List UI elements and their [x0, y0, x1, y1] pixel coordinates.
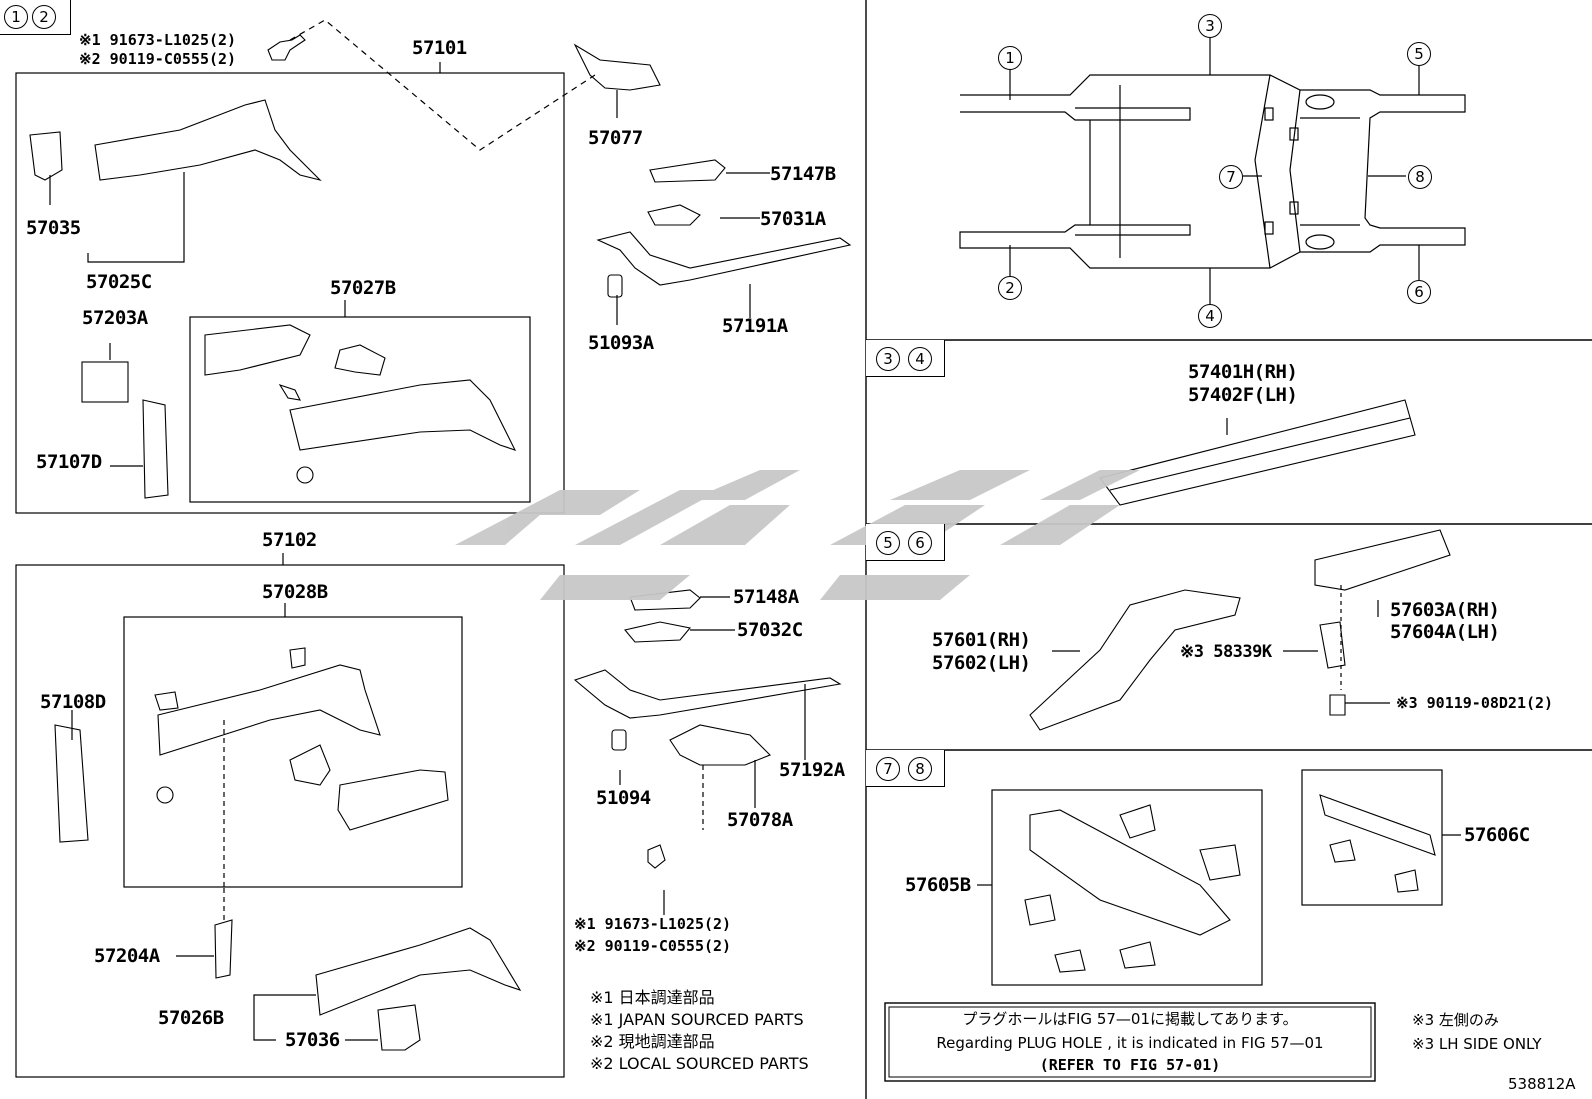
part-label-57025C: 57025C — [86, 271, 152, 293]
part-label-57148A: 57148A — [733, 586, 799, 608]
part-label-57027B: 57027B — [330, 277, 396, 299]
fastener-label: ※1 91673-L1025(2) — [79, 31, 237, 49]
part-label-57108D: 57108D — [40, 691, 106, 713]
overview-callout-1: 1 — [998, 46, 1022, 70]
group-box-57605B — [991, 789, 1263, 986]
part-label-51094: 51094 — [596, 787, 651, 809]
part-label-57147B: 57147B — [770, 163, 836, 185]
callout-circle: 1 — [4, 5, 28, 29]
callout-circle: 6 — [908, 531, 932, 555]
fastener-label: ※2 90119-C0555(2) — [79, 50, 237, 68]
part-label-57192A: 57192A — [779, 759, 845, 781]
plug-note-ref: (REFER TO FIG 57-01) — [1039, 1056, 1221, 1074]
group-box-57028B — [123, 616, 463, 888]
legend-line: ※2 現地調達部品 — [590, 1032, 715, 1051]
part-sketches — [29, 34, 1451, 1051]
lh-note-en: ※3 LH SIDE ONLY — [1412, 1035, 1542, 1053]
part-label-57107D: 57107D — [36, 451, 102, 473]
legend-line: ※1 JAPAN SOURCED PARTS — [590, 1010, 804, 1029]
part-label-57078A: 57078A — [727, 809, 793, 831]
lh-note-jp: ※3 左側のみ — [1412, 1011, 1499, 1029]
part-label-57102: 57102 — [262, 529, 317, 551]
fastener-label: ※1 91673-L1025(2) — [574, 915, 732, 933]
part-label-57191A: 57191A — [722, 315, 788, 337]
group-box-57606C — [1301, 769, 1443, 906]
frame-overview — [959, 74, 1466, 269]
callout-circle: 2 — [32, 5, 56, 29]
part-label-57204A: 57204A — [94, 945, 160, 967]
figure-id: 538812A — [1508, 1075, 1576, 1093]
part-label-57035: 57035 — [26, 217, 81, 239]
callout-circle: 4 — [908, 347, 932, 371]
part-label-57077: 57077 — [588, 127, 643, 149]
callout-circle: 8 — [908, 757, 932, 781]
part-label-57031A: 57031A — [760, 208, 826, 230]
watermark-logo — [455, 470, 1140, 600]
part-label-57026B: 57026B — [158, 1007, 224, 1029]
legend-line: ※1 日本調達部品 — [590, 988, 715, 1007]
overview-callout-4: 4 — [1198, 304, 1222, 328]
callout-circle: 3 — [876, 347, 900, 371]
overview-callout-2: 2 — [998, 276, 1022, 300]
part-label-57036: 57036 — [285, 1029, 340, 1051]
group-box-57027B — [189, 316, 531, 503]
part-label-51093A: 51093A — [588, 332, 654, 354]
plug-note-jp: プラグホールはFIG 57—01に掲載してあります。 — [962, 1010, 1298, 1028]
part-label-57606C: 57606C — [1464, 824, 1530, 846]
callout-circle: 5 — [876, 531, 900, 555]
group-box-57102 — [15, 564, 565, 1078]
fastener-label: ※2 90119-C0555(2) — [574, 937, 732, 955]
plug-note-en: Regarding PLUG HOLE , it is indicated in… — [936, 1034, 1324, 1052]
callout-circle: 7 — [876, 757, 900, 781]
part-label-57032C: 57032C — [737, 619, 803, 641]
part-label-57101: 57101 — [412, 37, 467, 59]
part-label-57401H: 57401H(RH) — [1188, 361, 1298, 383]
part-label-57402F: 57402F(LH) — [1188, 384, 1298, 406]
part-label-57203A: 57203A — [82, 307, 148, 329]
overview-callout-3: 3 — [1198, 14, 1222, 38]
part-label-57605B: 57605B — [905, 874, 971, 896]
part-label-57602: 57602(LH) — [932, 652, 1031, 674]
overview-callout-5: 5 — [1407, 42, 1431, 66]
part-label-58339K: ※3 58339K — [1180, 642, 1272, 662]
group-box-57101 — [15, 72, 565, 514]
overview-callout-7: 7 — [1219, 165, 1243, 189]
fastener-label: ※3 90119-08D21(2) — [1396, 694, 1554, 712]
part-label-57603A: 57603A(RH) — [1390, 599, 1500, 621]
overview-callout-6: 6 — [1407, 280, 1431, 304]
part-label-57604A: 57604A(LH) — [1390, 621, 1500, 643]
part-label-57028B: 57028B — [262, 581, 328, 603]
legend-line: ※2 LOCAL SOURCED PARTS — [590, 1054, 809, 1073]
overview-callout-8: 8 — [1408, 165, 1432, 189]
part-label-57601: 57601(RH) — [932, 629, 1031, 651]
